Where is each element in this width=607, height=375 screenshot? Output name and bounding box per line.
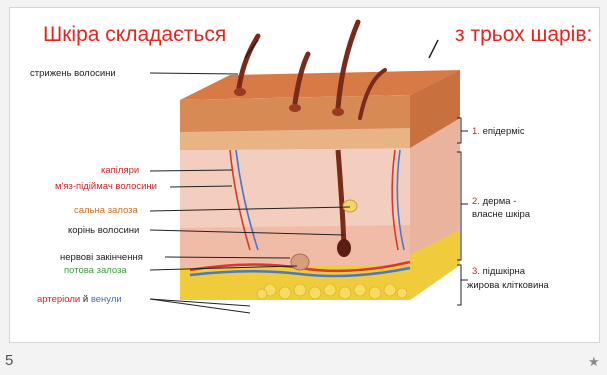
label-conjunction: й <box>83 294 88 305</box>
label-sebaceous-gland: сальна залоза <box>74 205 138 216</box>
star-icon[interactable]: ★ <box>588 354 600 370</box>
label-venules: венули <box>91 294 122 305</box>
label-nerve-endings: нервові закінчення <box>60 252 143 263</box>
label-capillaries: капіляри <box>101 165 139 176</box>
label-vessels: артеріоли й венули <box>37 294 122 305</box>
layer-2-number: 2. <box>472 196 480 207</box>
layer-1-number: 1. <box>472 126 480 137</box>
layer-hypodermis: 3. підшкірна <box>472 266 525 277</box>
title-right: з трьох шарів: <box>455 23 592 47</box>
label-sweat-gland: потова залоза <box>64 265 127 276</box>
layer-3-name: підшкірна <box>483 266 526 277</box>
layer-1-name: епідерміс <box>483 126 525 137</box>
label-arterioles: артеріоли <box>37 294 80 305</box>
title-left: Шкіра складається <box>43 23 226 47</box>
slide-number: 5 <box>5 352 13 369</box>
layer-2-name: дерма - <box>483 196 517 207</box>
layer-3-name-line2: жирова клітковина <box>467 280 549 291</box>
label-arrector-muscle: м'яз-підіймач волосини <box>55 181 157 192</box>
label-hair-root: корінь волосини <box>68 225 139 236</box>
layer-3-number: 3. <box>472 266 480 277</box>
layer-epidermis: 1. епідерміс <box>472 126 525 137</box>
layer-dermis: 2. дерма - <box>472 196 516 207</box>
layer-2-name-line2: власне шкіра <box>472 209 530 220</box>
label-hair-shaft: стрижень волосини <box>30 68 116 79</box>
